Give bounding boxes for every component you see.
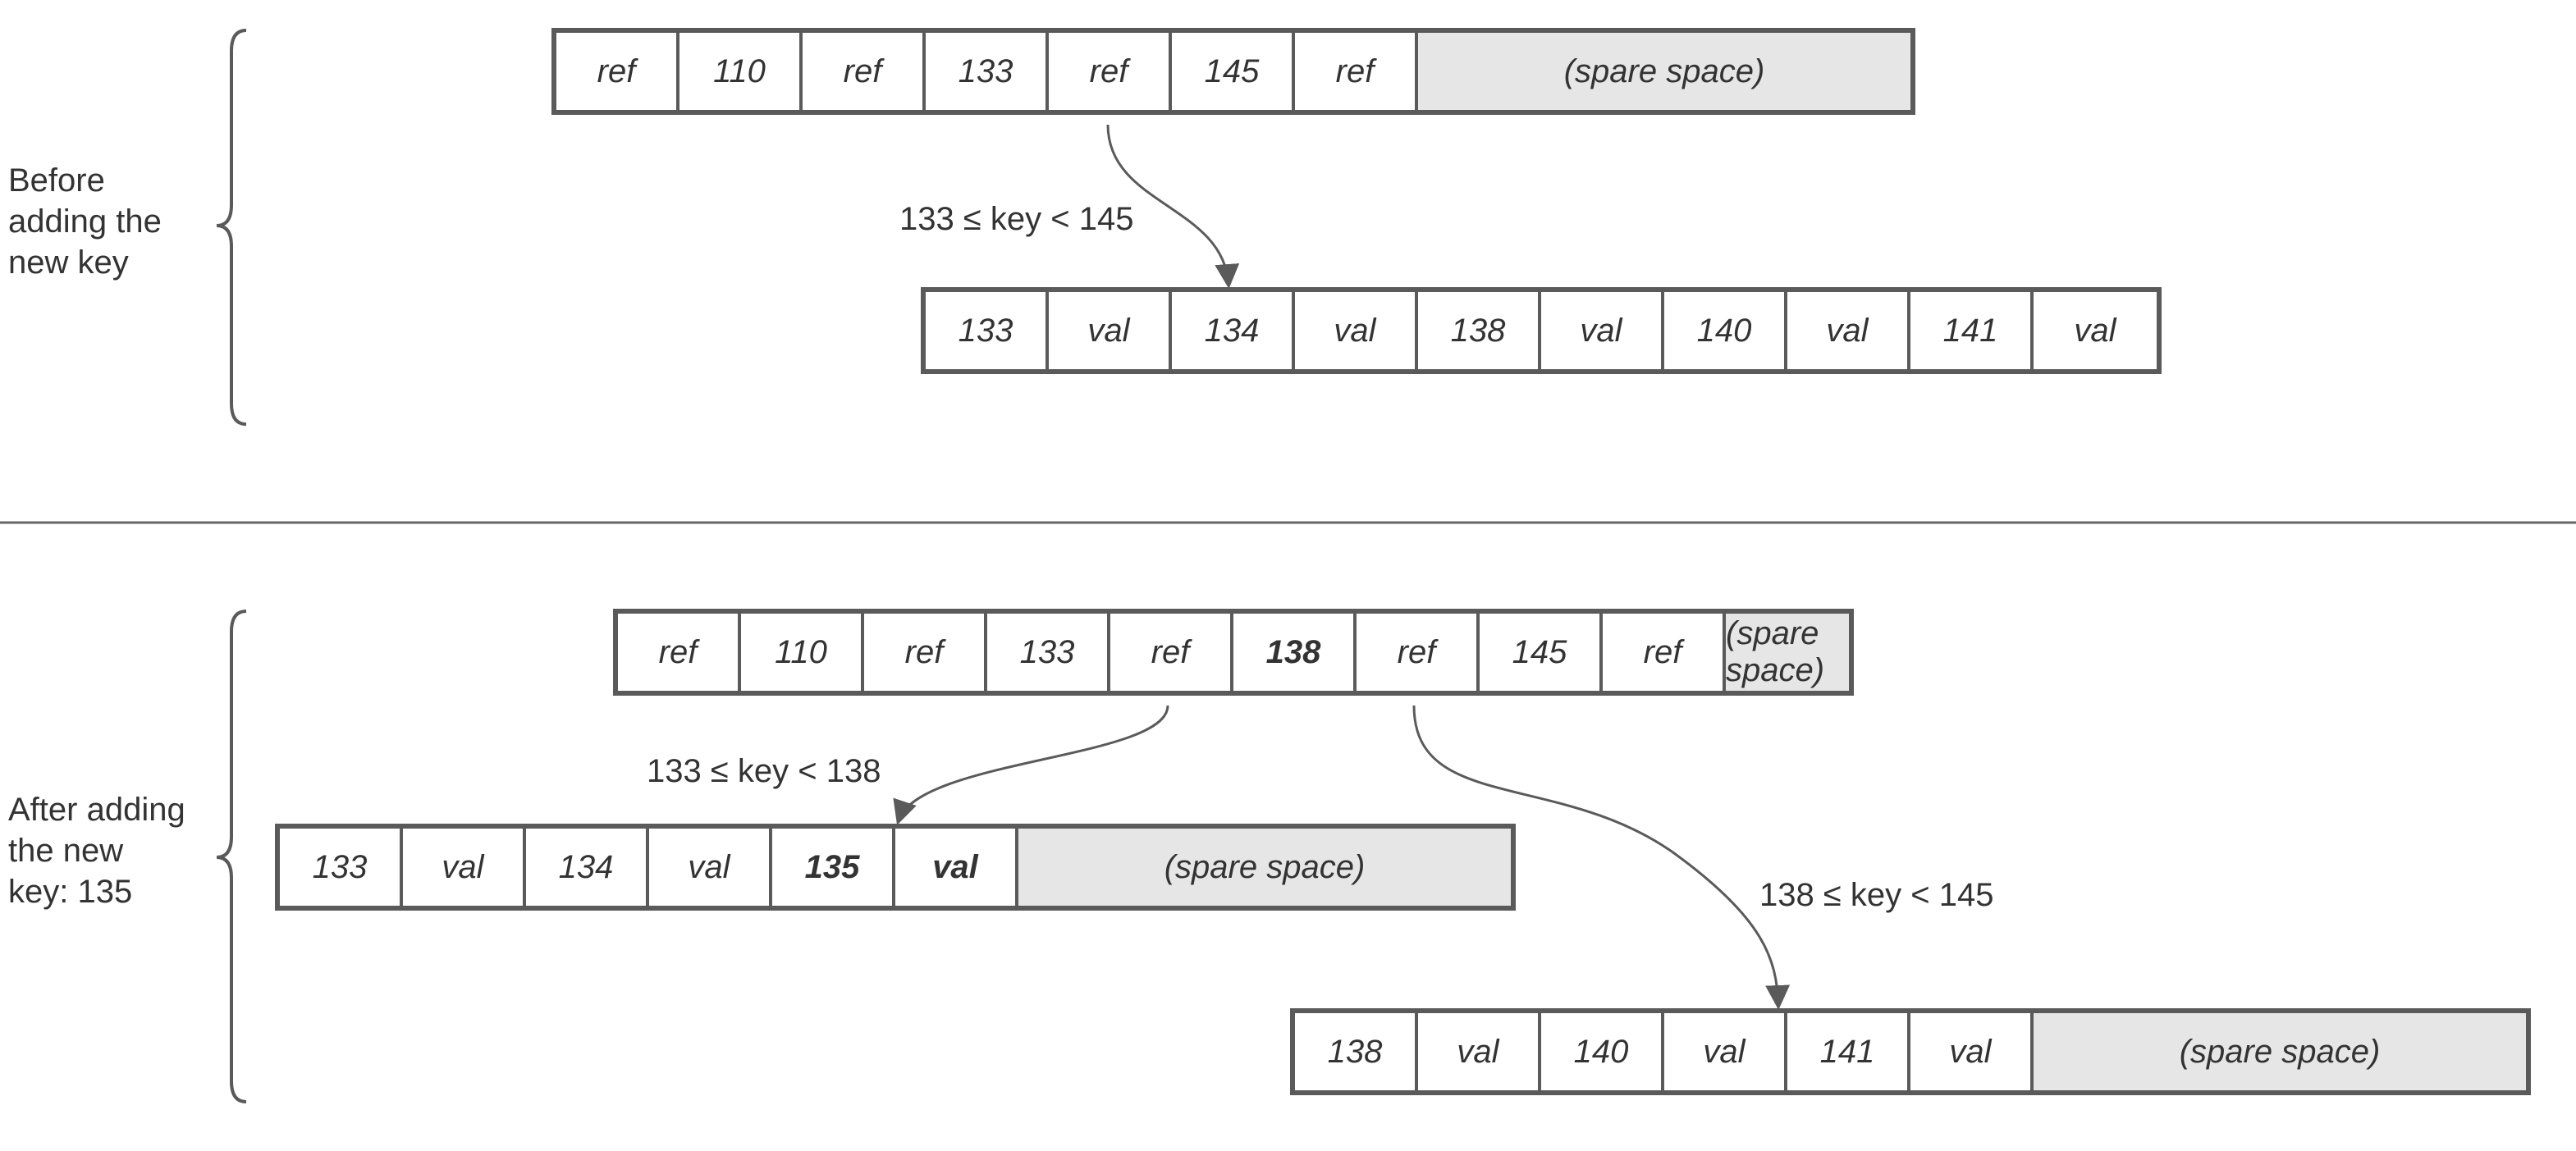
key-cell: 110 (679, 33, 803, 110)
val-cell: val (895, 829, 1018, 906)
key-cell: 133 (926, 33, 1049, 110)
ref-cell: ref (1049, 33, 1172, 110)
val-cell: val (1295, 292, 1418, 369)
ref-cell: ref (618, 614, 741, 691)
val-cell: val (2074, 312, 2116, 349)
val-cell: val (1049, 292, 1172, 369)
key-cell: 141 (1910, 292, 2034, 369)
key-cell: 140 (1664, 292, 1787, 369)
key-cell: 110 (741, 614, 864, 691)
after-brace (216, 610, 247, 1103)
ref-cell: ref (1110, 614, 1233, 691)
before-brace (216, 29, 247, 426)
after-edge-right-label: 138 ≤ key < 145 (1759, 877, 1994, 913)
key-cell: 138 (1233, 614, 1357, 691)
val-cell: val (1787, 292, 1910, 369)
val-cell: val (649, 829, 772, 906)
spare-space-cell: (spare space) (1418, 33, 1910, 110)
ref-cell: ref (556, 33, 679, 110)
after-edge-left-label: 133 ≤ key < 138 (647, 753, 881, 789)
key-cell: 138 (1418, 292, 1541, 369)
before-arrow (1106, 124, 1240, 289)
key-cell: 135 (772, 829, 895, 906)
key-cell: 133 (926, 292, 1049, 369)
ref-cell: ref (1603, 614, 1726, 691)
key-cell: 140 (1541, 1013, 1664, 1090)
key-cell: 133 (280, 829, 403, 906)
val-cell: val (403, 829, 526, 906)
ref-cell: ref (1295, 33, 1418, 110)
spare-space-cell: (spare space) (2034, 1013, 2526, 1090)
val-cell: val (1418, 1013, 1541, 1090)
key-cell: 145 (1480, 614, 1603, 691)
ref-cell: ref (864, 614, 987, 691)
key-cell: 141 (1787, 1013, 1910, 1090)
after-arrow-right (1412, 705, 1791, 1010)
key-cell: 133 (987, 614, 1110, 691)
spare-space-cell: (spare space) (1726, 614, 1849, 691)
val-cell: val (1910, 1013, 2034, 1090)
before-edge-label: 133 ≤ key < 145 (899, 201, 1134, 237)
spare-space-cell: (spare space) (1018, 829, 1511, 906)
ref-cell: ref (803, 33, 926, 110)
val-cell: val (1541, 292, 1664, 369)
key-cell: 134 (1172, 292, 1295, 369)
key-cell: 145 (1172, 33, 1295, 110)
key-cell: 134 (526, 829, 649, 906)
after-section-label: After adding the new key: 135 (8, 792, 185, 910)
key-cell: 138 (1295, 1013, 1418, 1090)
ref-cell: ref (1357, 614, 1480, 691)
val-cell: val (1664, 1013, 1787, 1090)
before-section-label: Before adding the new key (8, 162, 162, 281)
after-arrow-left (893, 705, 1169, 825)
